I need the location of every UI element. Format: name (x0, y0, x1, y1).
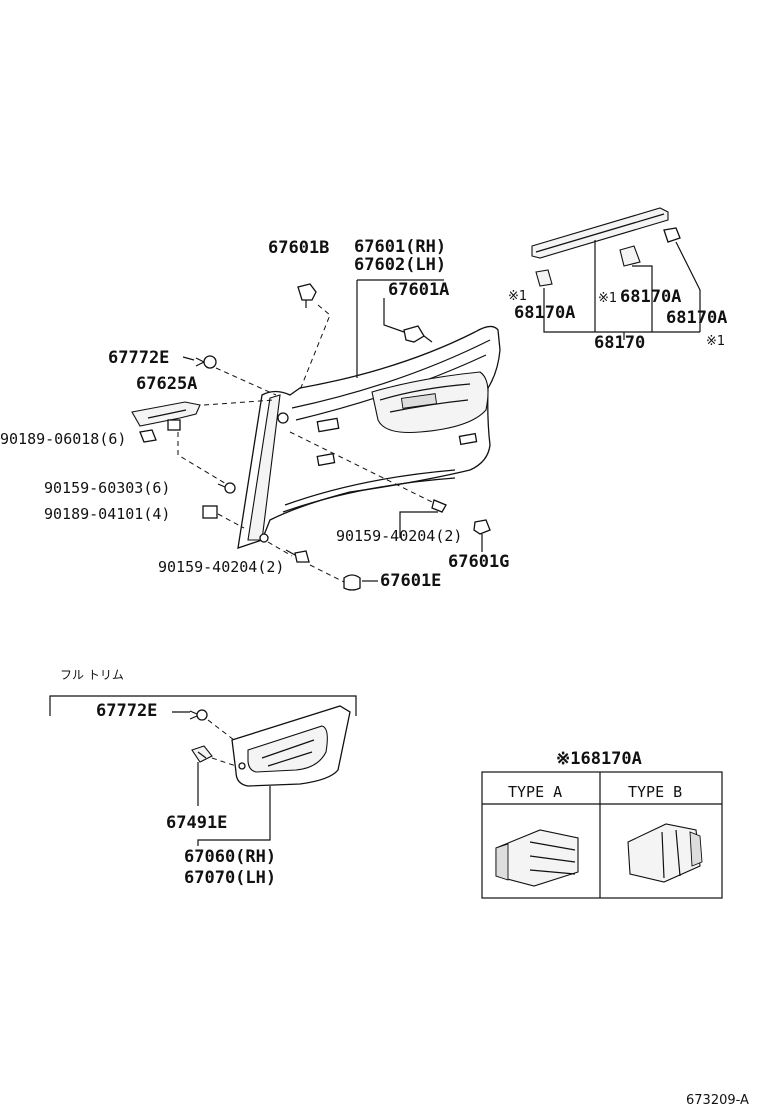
leader-lines-weatherstrip (543, 240, 701, 340)
clip-type-b-illustration (627, 823, 703, 883)
label-ref1-left: ※1 (508, 289, 527, 304)
label-type-b: TYPE B (628, 783, 682, 801)
nut-90189-04101 (202, 505, 218, 519)
label-full-trim: フル トリム (60, 668, 124, 682)
label-67491E: 67491E (166, 813, 227, 833)
screw-67772E-top (195, 355, 217, 369)
label-67060-rh: 67060(RH) (184, 847, 276, 867)
clip-67601A (403, 325, 433, 343)
label-90189-06018: 90189-06018(6) (0, 430, 126, 448)
leader-screw-left (267, 541, 293, 557)
label-67601B: 67601B (268, 238, 329, 258)
leader-67772E-top (215, 367, 277, 396)
leader-67601B (299, 304, 331, 391)
leader-67772E-bottom (207, 719, 235, 741)
label-90189-04101: 90189-04101(4) (44, 505, 170, 523)
label-ref1-right: ※1 (706, 334, 725, 349)
label-90159-40204-left: 90159-40204(2) (158, 558, 284, 576)
cap-67601E (343, 574, 361, 591)
weatherstrip-68170 (531, 207, 681, 259)
label-67601G: 67601G (448, 552, 509, 572)
label-68170A-mid: 68170A (620, 287, 681, 307)
clip-67601B (297, 283, 317, 308)
label-68170: 68170 (594, 333, 645, 353)
legend-title: ※168170A (556, 749, 642, 769)
clip-68170A-mid (619, 245, 641, 267)
label-68170A-left: 68170A (514, 303, 575, 323)
label-67602-lh: 67602(LH) (354, 255, 446, 275)
figure-code: 673209-A (686, 1093, 749, 1108)
screw-67772E-bottom (189, 709, 208, 721)
leader-67625A-panel (203, 399, 275, 406)
label-67070-lh: 67070(LH) (184, 868, 276, 888)
inside-handle-67625A (131, 401, 201, 443)
label-67772E-bottom: 67772E (96, 701, 157, 721)
label-67601-rh: 67601(RH) (354, 237, 446, 257)
screw-90159-40204-right (431, 499, 447, 513)
leader-67491E (211, 757, 237, 767)
label-ref1-mid: ※1 (598, 291, 617, 306)
leader-lines-upper (182, 279, 483, 582)
label-90159-40204-right: 90159-40204(2) (336, 527, 462, 545)
label-type-a: TYPE A (508, 783, 562, 801)
clip-67491E (191, 745, 213, 763)
door-trim-panel (237, 325, 501, 549)
leader-90189-04101 (217, 513, 245, 529)
label-67772E-top: 67772E (108, 348, 169, 368)
clip-68170A-left (535, 269, 553, 287)
label-68170A-right: 68170A (666, 308, 727, 328)
clip-type-a-illustration (495, 829, 579, 887)
leader-67060 (197, 786, 271, 846)
label-67601E: 67601E (380, 571, 441, 591)
label-67601A: 67601A (388, 280, 449, 300)
screw-90159-40204-left (285, 549, 310, 563)
bracket-full-trim (49, 695, 357, 716)
armrest-67060 (231, 705, 351, 787)
clip-67601G (473, 519, 491, 535)
label-67625A: 67625A (136, 374, 197, 394)
leader-67625A (177, 432, 229, 486)
leader-67601E (309, 564, 345, 583)
label-90159-60303: 90159-60303(6) (44, 479, 170, 497)
screw-90159-60303 (217, 482, 236, 494)
